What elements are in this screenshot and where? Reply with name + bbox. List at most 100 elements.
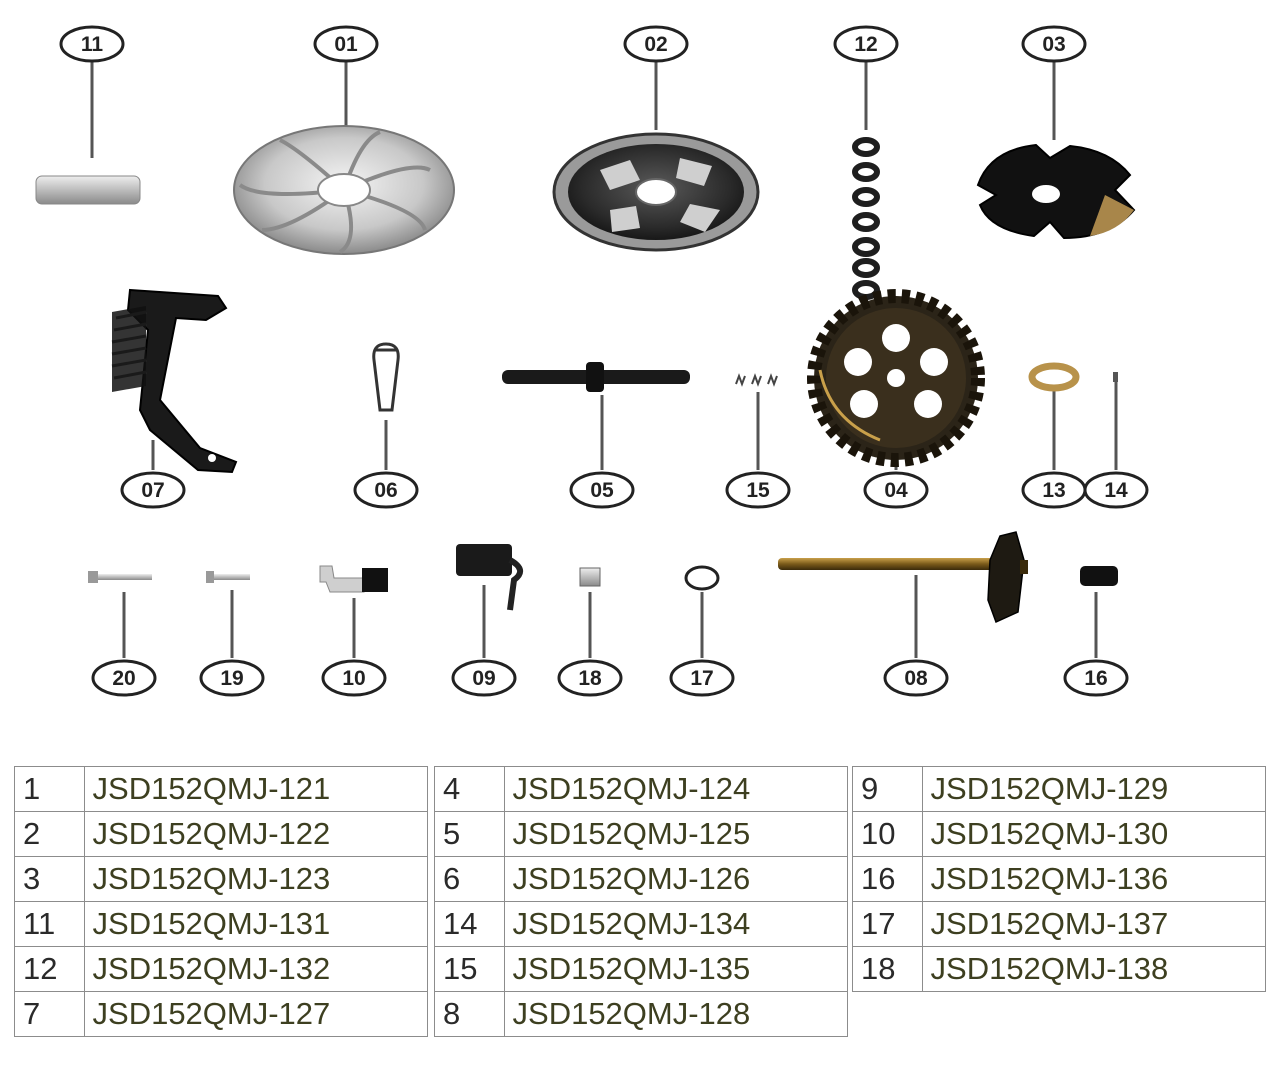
- part-10-bracket: [319, 565, 388, 593]
- part-number: JSD152QMJ-122: [83, 811, 429, 857]
- leader-lines: [90, 62, 1118, 658]
- item-number: 14: [434, 901, 505, 947]
- svg-text:08: 08: [904, 667, 928, 690]
- part-number: JSD152QMJ-138: [921, 946, 1267, 992]
- svg-text:09: 09: [472, 667, 495, 690]
- svg-text:13: 13: [1042, 479, 1065, 502]
- part-number: JSD152QMJ-121: [83, 766, 429, 812]
- item-number: 18: [852, 946, 923, 992]
- part-number: JSD152QMJ-124: [503, 766, 849, 812]
- part-number: JSD152QMJ-128: [503, 991, 849, 1037]
- callout-18: 18: [557, 659, 623, 697]
- callout-17: 17: [669, 659, 735, 697]
- callout-09: 09: [451, 659, 517, 697]
- part-number: JSD152QMJ-135: [503, 946, 849, 992]
- svg-text:17: 17: [690, 667, 713, 690]
- item-number: 5: [434, 811, 505, 857]
- exploded-parts-diagram: 11 01 02 12 03 07 06 05 15 04 13 14 20 1…: [35, 25, 1149, 697]
- svg-text:10: 10: [342, 667, 365, 690]
- callout-03: 03: [1021, 25, 1087, 63]
- part-16-cap: [1080, 566, 1118, 586]
- item-number: 12: [14, 946, 85, 992]
- svg-text:01: 01: [334, 33, 358, 56]
- item-number: 2: [14, 811, 85, 857]
- part-13-washer: [1028, 362, 1080, 392]
- callout-04: 04: [863, 471, 929, 509]
- item-number: 15: [434, 946, 505, 992]
- item-number: 4: [434, 766, 505, 812]
- callout-06: 06: [353, 471, 419, 509]
- svg-text:14: 14: [1104, 479, 1128, 502]
- item-number: 3: [14, 856, 85, 902]
- part-12-rollers: [852, 137, 880, 300]
- callout-05: 05: [569, 471, 635, 509]
- callout-07: 07: [120, 471, 186, 509]
- item-number: 6: [434, 856, 505, 902]
- part-number: JSD152QMJ-127: [83, 991, 429, 1037]
- item-number: 16: [852, 856, 923, 902]
- part-number: JSD152QMJ-134: [503, 901, 849, 947]
- svg-text:07: 07: [141, 479, 164, 502]
- part-06-clip: [372, 342, 400, 412]
- callout-01: 01: [313, 25, 379, 63]
- part-number: JSD152QMJ-136: [921, 856, 1267, 902]
- svg-text:05: 05: [590, 479, 614, 502]
- part-number: JSD152QMJ-137: [921, 901, 1267, 947]
- callout-19: 19: [199, 659, 265, 697]
- svg-text:04: 04: [884, 479, 908, 502]
- part-number: JSD152QMJ-130: [921, 811, 1267, 857]
- callout-11: 11: [59, 25, 125, 63]
- callout-14: 14: [1083, 471, 1149, 509]
- svg-text:12: 12: [854, 33, 877, 56]
- part-14-pin: [1113, 372, 1118, 382]
- svg-text:18: 18: [578, 667, 602, 690]
- item-number: 11: [14, 901, 85, 947]
- callout-13: 13: [1021, 471, 1087, 509]
- part-20-bolt: [88, 571, 152, 583]
- part-09-lever: [456, 544, 523, 611]
- callout-20: 20: [91, 659, 157, 697]
- svg-text:20: 20: [112, 667, 135, 690]
- svg-text:19: 19: [220, 667, 243, 690]
- part-08-kick-shaft: [778, 531, 1028, 624]
- part-number: JSD152QMJ-126: [503, 856, 849, 902]
- svg-text:06: 06: [374, 479, 397, 502]
- item-number: 9: [852, 766, 923, 812]
- part-03-ramp-plate: [976, 143, 1136, 240]
- svg-text:16: 16: [1084, 667, 1107, 690]
- callout-02: 02: [623, 25, 689, 63]
- part-number: JSD152QMJ-132: [83, 946, 429, 992]
- part-01-fan-pulley: [233, 125, 455, 255]
- part-19-bolt: [206, 571, 250, 583]
- item-number: 7: [14, 991, 85, 1037]
- callout-labels: 11 01 02 12 03 07 06 05 15 04 13 14 20 1…: [59, 25, 1149, 697]
- part-18-bush: [579, 567, 601, 587]
- callout-08: 08: [883, 659, 949, 697]
- callout-16: 16: [1063, 659, 1129, 697]
- svg-text:03: 03: [1042, 33, 1065, 56]
- part-04-gear: [807, 289, 985, 467]
- item-number: 17: [852, 901, 923, 947]
- part-11-pin: [35, 175, 141, 205]
- part-number: JSD152QMJ-129: [921, 766, 1267, 812]
- part-05-shaft: [502, 362, 690, 392]
- item-number: 10: [852, 811, 923, 857]
- part-07-kick-lever: [111, 288, 238, 474]
